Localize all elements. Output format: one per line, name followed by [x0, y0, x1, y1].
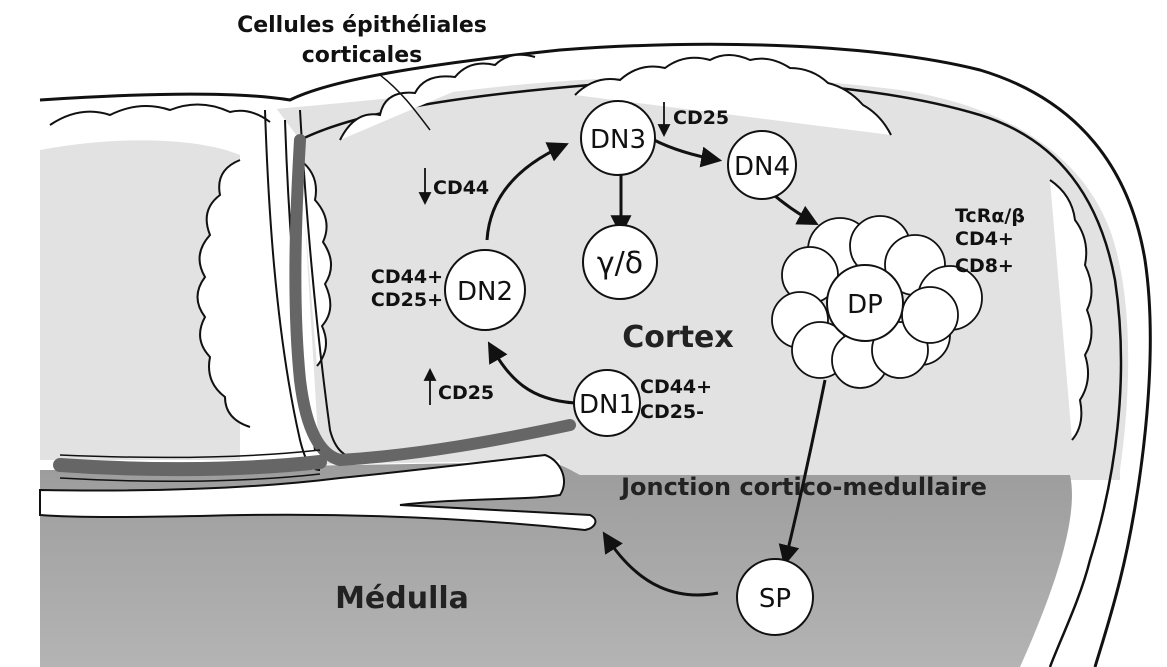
dp-tcr-label: TcRα/β: [955, 205, 1025, 227]
dn2-label: DN2: [457, 277, 513, 307]
title-line-2: corticales: [302, 43, 423, 68]
dp-cd4-label: CD4+: [955, 228, 1014, 250]
dn1-label: DN1: [579, 390, 635, 420]
dn4-label: DN4: [734, 152, 790, 182]
label-medulla: Médulla: [335, 581, 469, 616]
dn3-label: DN3: [590, 125, 646, 155]
dn1-cd25-label: CD25-: [640, 401, 704, 423]
title-line-1: Cellules épithéliales: [237, 13, 487, 38]
dp-label: DP: [847, 290, 883, 320]
cd25-down-label: CD25: [673, 107, 729, 129]
cd25-up-label: CD25: [438, 382, 494, 404]
gd-label: γ/δ: [597, 246, 643, 281]
dn2-cd25-label: CD25+: [371, 289, 443, 311]
blood-vessel-left: [60, 462, 320, 469]
label-cortex: Cortex: [622, 320, 733, 355]
cd44-down-label: CD44: [433, 177, 489, 199]
sp-label: SP: [759, 584, 791, 614]
dp-cd8-label: CD8+: [955, 255, 1014, 277]
dn2-cd44-label: CD44+: [371, 266, 443, 288]
dn1-cd44-label: CD44+: [640, 376, 712, 398]
